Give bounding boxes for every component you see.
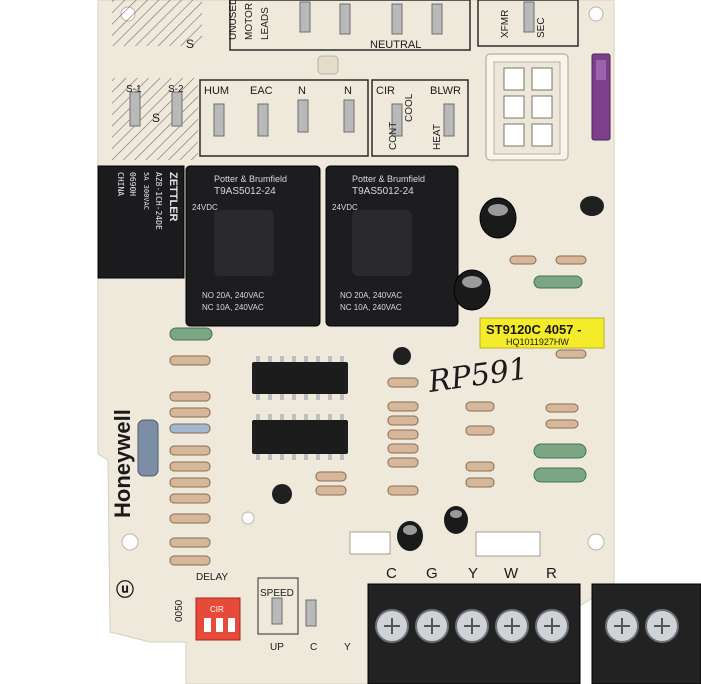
label-unused: UNUSED [228, 0, 239, 40]
white-connector [349, 531, 391, 555]
label-s2: S-2 [168, 84, 184, 95]
label-n2: N [344, 85, 352, 97]
dip-label-cir: CIR [210, 605, 224, 614]
model-number: ST9120C 4057 - [486, 322, 581, 337]
terminal-label-y: Y [468, 565, 478, 582]
dip-switch [195, 597, 241, 641]
relay-2: Potter & Brumfield T9AS5012-24 24VDC NO … [325, 165, 459, 327]
capacitor [479, 197, 517, 239]
label-motor: MOTOR [244, 3, 255, 40]
relay-2-maker: Potter & Brumfield [352, 174, 425, 184]
terminal-label-w: W [504, 565, 519, 582]
zettler-origin: CHINA [116, 172, 125, 196]
terminal-box-cir [371, 79, 469, 157]
resistors-left [169, 355, 211, 566]
resistors-center [315, 255, 587, 496]
ic-pins [256, 356, 344, 460]
capacitor [397, 521, 423, 551]
hatch-area-top-left [112, 0, 202, 46]
model-sub: HQ1011927HW [506, 337, 569, 347]
label-eac: EAC [250, 85, 273, 97]
relay-1-voltage: 24VDC [192, 203, 218, 212]
speed-terminal [271, 597, 283, 625]
relay-1-spec2: NC 10A, 240VAC [202, 303, 264, 312]
zettler-code: 0690H [128, 172, 137, 196]
speed-box [257, 577, 299, 635]
transistor [272, 484, 292, 504]
mount-hole [241, 511, 255, 525]
terminal-label-g: G [426, 565, 438, 582]
terminal-box-hum [199, 79, 369, 157]
relay-2-voltage: 24VDC [332, 203, 358, 212]
transistor [393, 347, 411, 365]
capacitor [453, 269, 491, 311]
label-cir: CIR [376, 85, 395, 97]
label-cool: COOL [404, 93, 415, 122]
label-s-left: S [152, 111, 160, 125]
zettler-relay: ZETTLER AZ8-1CH-24DE 5A 300VAC 0690H CHI… [97, 165, 185, 279]
mount-hole [588, 6, 604, 22]
capacitor [444, 506, 468, 534]
relay-1-spec1: NO 20A, 240VAC [202, 291, 264, 300]
terminal-screws [375, 609, 679, 643]
white-connector [475, 531, 541, 557]
zettler-brand: ZETTLER [167, 172, 179, 222]
power-resistors [169, 275, 587, 483]
ul-mark: ⓤ [116, 579, 134, 600]
hatch-area-left [112, 78, 198, 160]
label-xfmr: XFMR [500, 10, 511, 38]
relay-2-spec2: NC 10A, 240VAC [340, 303, 402, 312]
label-neutral: NEUTRAL [370, 39, 421, 51]
spade-terminals [129, 1, 535, 137]
label-leads: LEADS [260, 7, 271, 40]
label-y-bottom: Y [344, 642, 351, 653]
mount-hole [121, 533, 139, 551]
label-speed: SPEED [260, 588, 294, 599]
label-0050: 0050 [174, 599, 185, 622]
label-s1: S-1 [126, 84, 142, 95]
six-pin-connector [485, 53, 569, 161]
zettler-rating: 5A 300VAC [142, 172, 150, 210]
relay-1-part: T9AS5012-24 [214, 186, 276, 197]
label-sec: SEC [536, 17, 547, 38]
ic-chip [252, 420, 348, 454]
ic-chip [252, 362, 348, 394]
label-blwr: BLWR [430, 85, 461, 97]
label-heat: HEAT [432, 124, 443, 150]
label-n1: N [298, 85, 306, 97]
transistor [580, 196, 604, 216]
terminal-box-xfmr [477, 0, 579, 47]
terminal-box-top [229, 0, 471, 51]
fuse-window [596, 60, 606, 80]
label-delay: DELAY [196, 572, 228, 583]
crystal [137, 419, 159, 477]
relay-1-maker: Potter & Brumfield [214, 174, 287, 184]
zettler-part: AZ8-1CH-24DE [154, 172, 163, 230]
terminal-label-c: C [386, 565, 397, 582]
label-up: UP [270, 642, 284, 653]
plastic-post [317, 55, 339, 75]
label-c-bottom: C [310, 642, 317, 653]
relay-1: Potter & Brumfield T9AS5012-24 24VDC NO … [185, 165, 321, 327]
relay-2-part: T9AS5012-24 [352, 186, 414, 197]
terminal-label-r: R [546, 565, 557, 582]
brand-honeywell: Honeywell [110, 409, 135, 518]
c-terminal [305, 599, 317, 627]
label-s-top: S [186, 37, 194, 51]
label-cont: CONT [388, 122, 399, 150]
model-tag: ST9120C 4057 - HQ1011927HW [479, 317, 605, 349]
label-hum: HUM [204, 85, 229, 97]
relay-2-spec1: NO 20A, 240VAC [340, 291, 402, 300]
mount-hole [587, 533, 605, 551]
